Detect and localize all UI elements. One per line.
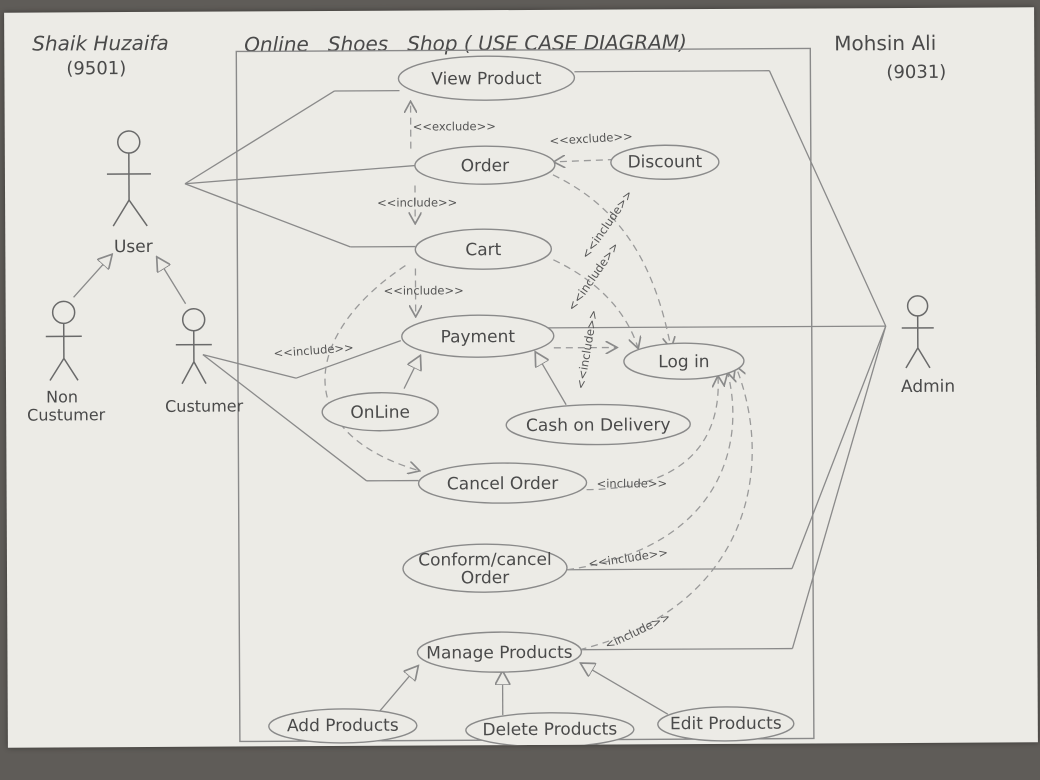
exclude-label-view-order: <<exclude>> xyxy=(413,119,496,133)
use-case-discount: Discount xyxy=(610,144,720,180)
svg-text:Order: Order xyxy=(461,568,509,588)
use-case-online: OnLine xyxy=(321,392,439,432)
exclude-label-discount: <<exclude>> xyxy=(549,129,633,148)
svg-text:View Product: View Product xyxy=(431,69,542,90)
svg-text:Cash on Delivery: Cash on Delivery xyxy=(526,415,671,436)
left-author-id: (9501) xyxy=(66,58,126,79)
paper-sheet: Shaik Huzaifa (9501) Online Shoes Shop (… xyxy=(4,7,1038,748)
svg-text:Delete Products: Delete Products xyxy=(482,720,617,741)
svg-text:OnLine: OnLine xyxy=(350,403,410,423)
svg-text:Manage Products: Manage Products xyxy=(426,643,573,664)
use-case-diagram: Shaik Huzaifa (9501) Online Shoes Shop (… xyxy=(27,30,955,748)
actor-admin xyxy=(901,295,934,369)
association-lines xyxy=(184,70,887,651)
include-label-customer-cancel: <<include>> xyxy=(273,340,354,360)
left-author-name: Shaik Huzaifa xyxy=(32,31,169,56)
use-case-confirm-cancel-order: Conform/cancel Order xyxy=(402,543,568,593)
svg-text:Edit Products: Edit Products xyxy=(670,714,782,735)
use-case-cart: Cart xyxy=(414,228,553,270)
use-case-cash-on-delivery: Cash on Delivery xyxy=(505,403,691,446)
diagram-title: Online Shoes Shop ( USE CASE DIAGRAM) xyxy=(244,30,687,56)
svg-text:Add Products: Add Products xyxy=(287,716,399,737)
use-case-add-products: Add Products xyxy=(268,708,418,744)
use-case-payment: Payment xyxy=(401,314,555,358)
use-case-delete-products: Delete Products xyxy=(465,712,635,748)
svg-text:Discount: Discount xyxy=(628,152,703,172)
use-case-manage-products: Manage Products xyxy=(416,631,583,673)
include-label-order-cart: <<include>> xyxy=(377,195,457,209)
svg-text:Cart: Cart xyxy=(465,240,501,260)
svg-text:Conform/cancel: Conform/cancel xyxy=(418,550,552,571)
generalization-arrows xyxy=(73,252,669,717)
actor-non-customer xyxy=(45,300,82,381)
right-author-name: Mohsin Ali xyxy=(834,31,936,56)
actor-customer-label: Custumer xyxy=(165,396,244,415)
include-label-manage-login: <include>> xyxy=(603,609,673,652)
use-case-view-product: View Product xyxy=(397,55,576,101)
actor-user xyxy=(106,130,151,227)
include-label-confirm-login: <<include>> xyxy=(587,545,668,570)
include-label-payment-login: <<include>> xyxy=(573,309,600,390)
right-author-id: (9031) xyxy=(886,62,946,83)
actor-admin-label: Admin xyxy=(901,377,955,397)
svg-text:Order: Order xyxy=(461,156,509,176)
actor-non-customer-label-1: Non xyxy=(46,387,78,406)
use-case-cancel-order: Cancel Order xyxy=(417,462,588,504)
dependency-arrows xyxy=(324,101,753,651)
actor-non-customer-label-2: Custumer xyxy=(27,405,106,424)
include-label-cart-payment: <<include>> xyxy=(384,283,464,297)
include-label-cancel-login: <include>> xyxy=(597,476,668,490)
use-case-order: Order xyxy=(414,145,556,185)
actor-customer xyxy=(175,307,212,385)
use-case-edit-products: Edit Products xyxy=(657,706,795,742)
use-case-log-in: Log in xyxy=(623,342,745,380)
svg-text:Payment: Payment xyxy=(441,327,516,347)
svg-text:Log in: Log in xyxy=(658,352,709,372)
svg-text:Cancel Order: Cancel Order xyxy=(447,474,558,495)
actor-user-label: User xyxy=(114,237,153,257)
